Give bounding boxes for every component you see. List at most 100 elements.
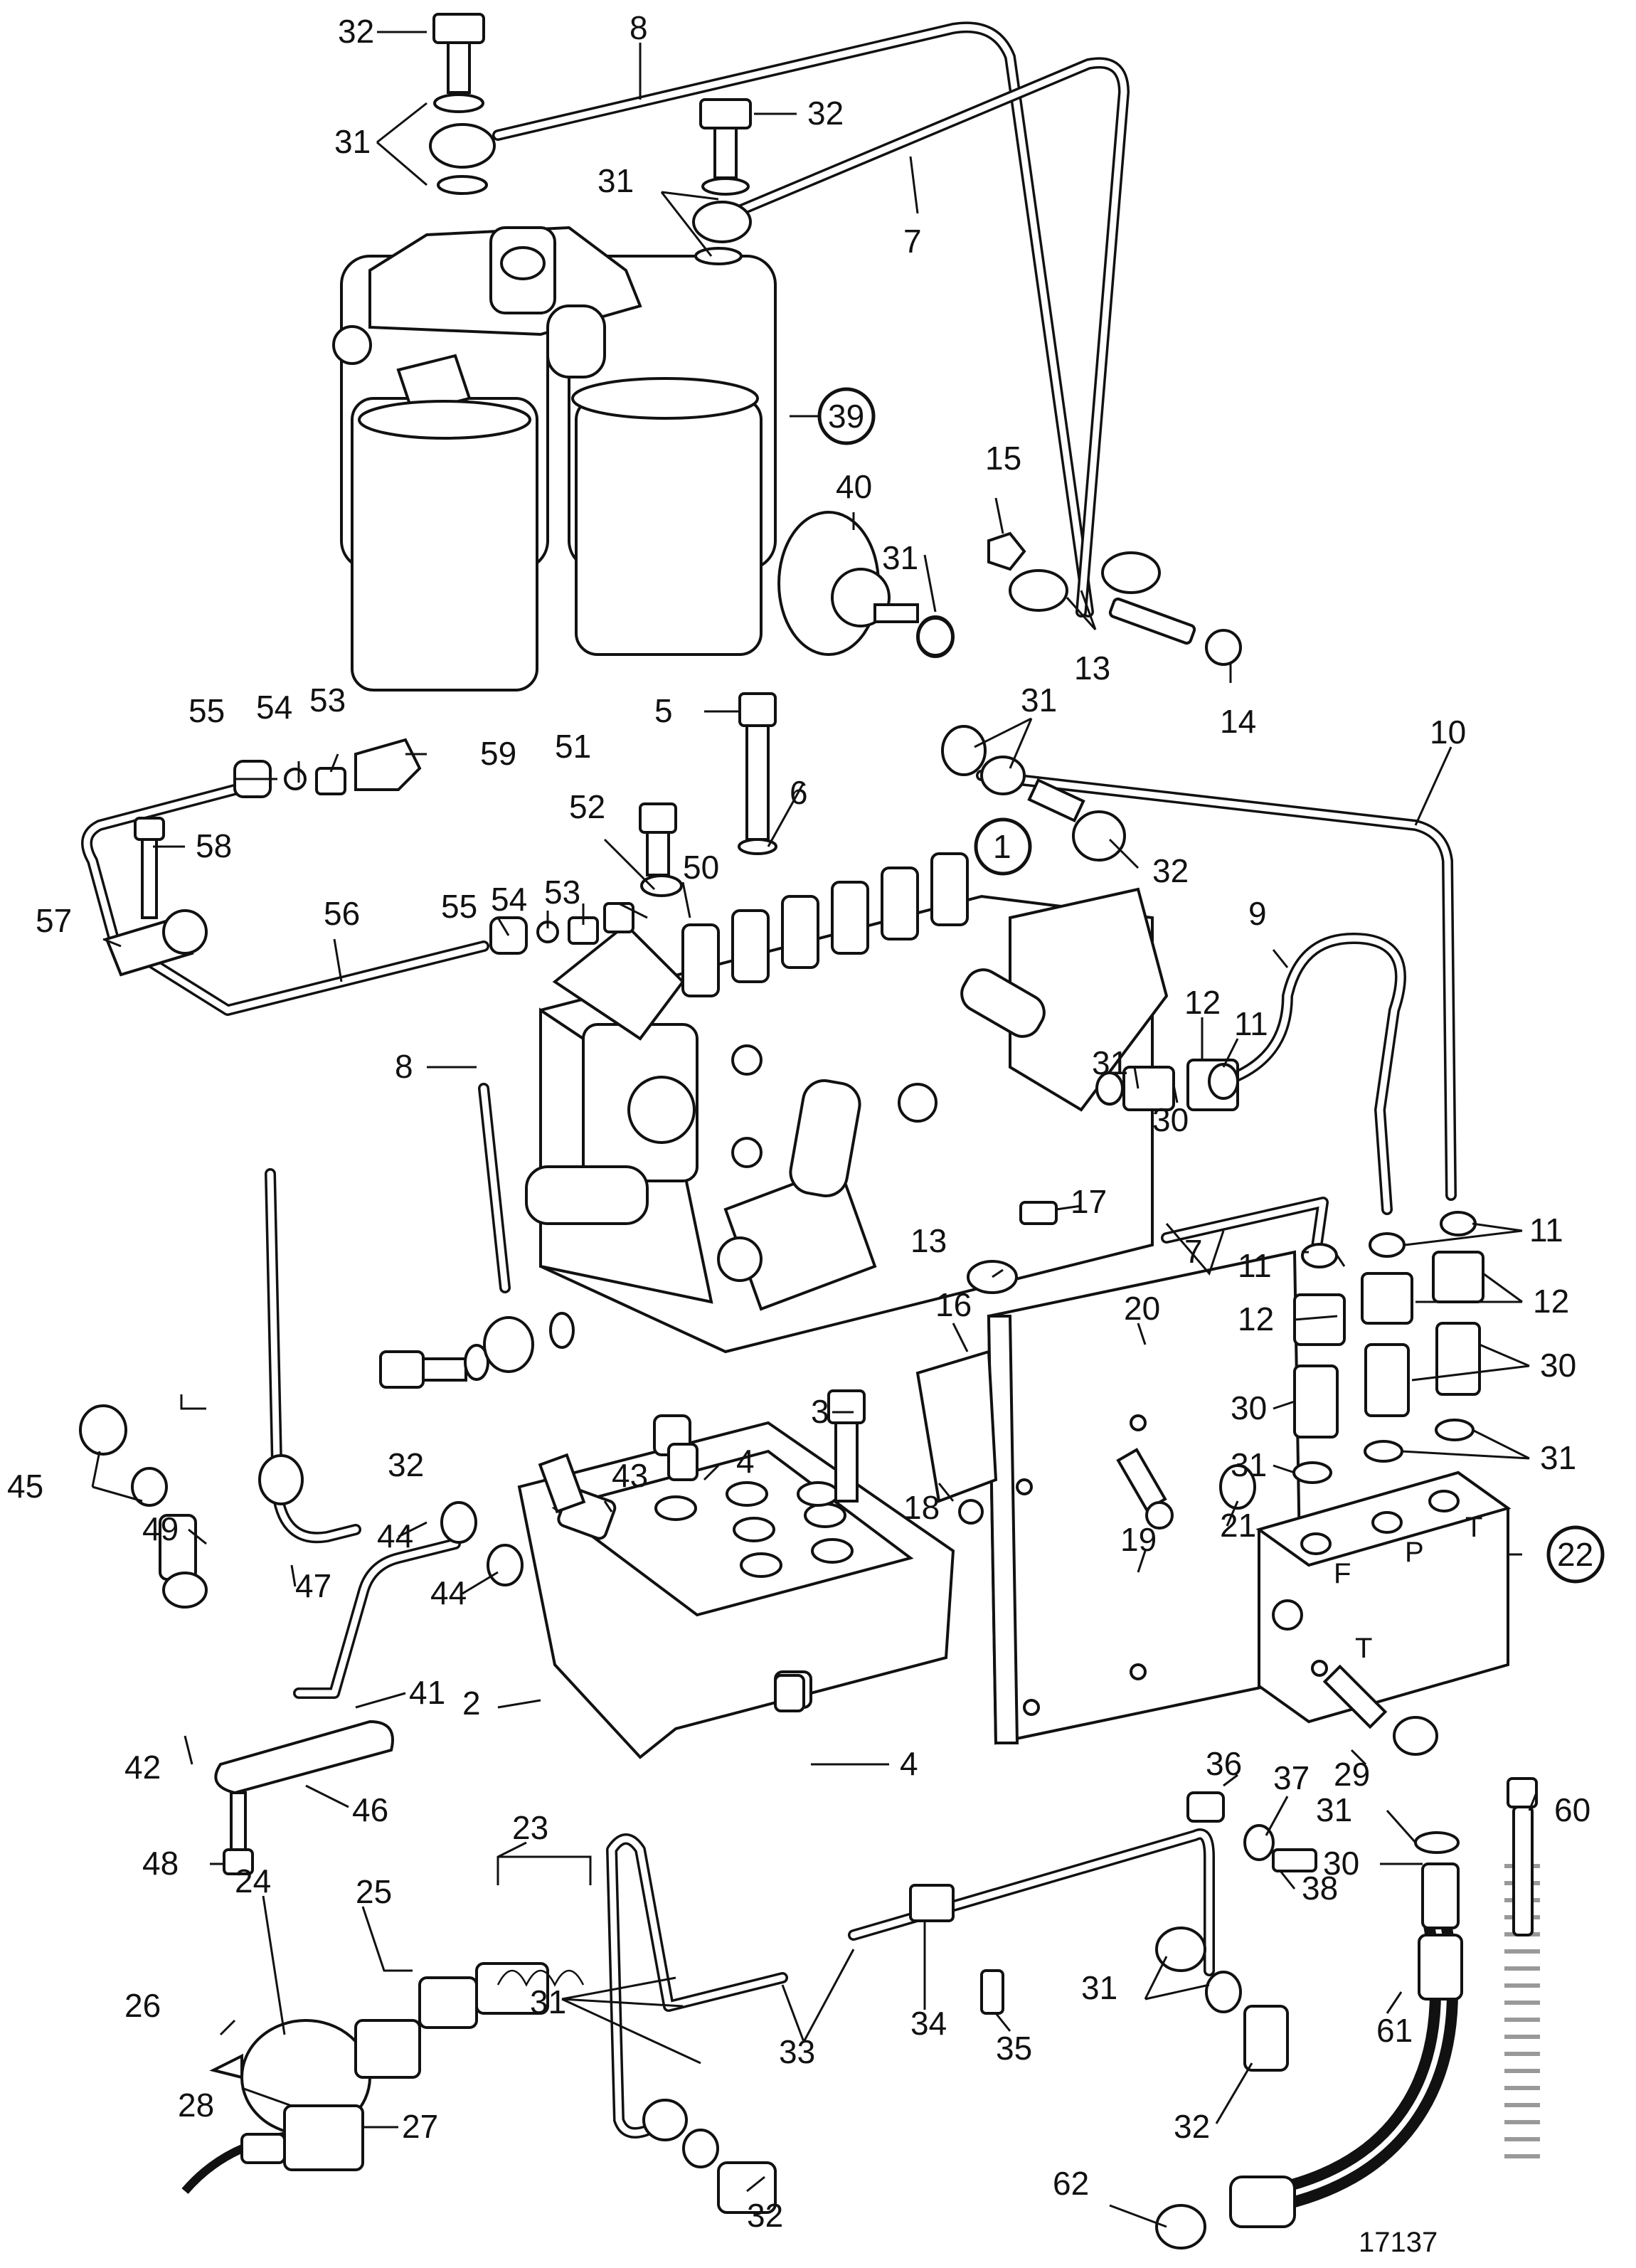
callout-17: 17 — [1071, 1183, 1107, 1220]
callout-6: 6 — [790, 774, 808, 811]
callout-4-bottom: 4 — [900, 1745, 918, 1782]
callout-56: 56 — [324, 895, 360, 932]
callout-7-top: 7 — [903, 223, 922, 260]
distribution-block-22 — [1255, 1471, 1512, 1724]
callout-31-pump: 31 — [1092, 1044, 1128, 1081]
callout-44-top: 44 — [377, 1517, 413, 1554]
callout-47: 47 — [295, 1567, 331, 1604]
callout-27: 27 — [402, 2108, 438, 2145]
callout-25: 25 — [356, 1873, 392, 1910]
callout-31-bottom-right: 31 — [1316, 1791, 1352, 1828]
callout-15: 15 — [985, 440, 1021, 477]
callout-7-mid-right: 7 — [1184, 1233, 1203, 1270]
callout-10: 10 — [1430, 714, 1466, 751]
callout-31-right-left: 31 — [1231, 1446, 1267, 1483]
callout-30-right-left: 30 — [1231, 1389, 1267, 1426]
callout-labels: 32 8 31 32 31 7 39 40 15 31 13 14 55 54 … — [7, 9, 1605, 2234]
callout-41: 41 — [409, 1674, 445, 1711]
callout-37: 37 — [1273, 1759, 1310, 1796]
callout-61: 61 — [1376, 2012, 1413, 2049]
port-mark-p: P — [1405, 1537, 1424, 1568]
callout-11-upper: 11 — [1234, 1005, 1268, 1042]
port-mark-t-front: T — [1355, 1633, 1372, 1664]
callout-45: 45 — [7, 1468, 43, 1505]
port-mark-f: F — [1334, 1558, 1351, 1589]
callout-1: 1 — [993, 828, 1011, 865]
callout-54-left: 54 — [256, 689, 292, 726]
callout-2: 2 — [462, 1685, 481, 1722]
callout-31-bottom-left: 31 — [530, 1983, 566, 2020]
callout-39-circled: 39 — [817, 387, 876, 445]
callout-44-bottom: 44 — [430, 1574, 467, 1611]
callout-30-right: 30 — [1540, 1347, 1576, 1384]
callout-3: 3 — [811, 1393, 829, 1430]
callout-28: 28 — [178, 2087, 214, 2124]
block-port-markings: F P T T — [1334, 1512, 1482, 1664]
callout-32-top-right: 32 — [807, 95, 844, 132]
callout-16: 16 — [935, 1286, 972, 1323]
callout-57: 57 — [36, 902, 72, 939]
callout-13-mid: 13 — [910, 1222, 947, 1259]
callout-32-left: 32 — [388, 1446, 424, 1483]
callout-36: 36 — [1206, 1745, 1242, 1782]
misc-fittings — [79, 531, 1538, 2250]
callout-12-right-left: 12 — [1238, 1300, 1274, 1337]
callout-18: 18 — [903, 1489, 940, 1526]
callout-62: 62 — [1053, 2165, 1089, 2202]
callout-43: 43 — [612, 1457, 648, 1494]
callout-1-circled: 1 — [974, 817, 1032, 876]
callout-32-mid: 32 — [1152, 852, 1189, 889]
injection-pump — [525, 852, 1169, 1354]
callout-48: 48 — [142, 1845, 179, 1882]
callout-34: 34 — [910, 2005, 947, 2042]
callout-59: 59 — [480, 735, 516, 772]
fuel-pipes — [81, 21, 1540, 2213]
callout-31-right: 31 — [1540, 1439, 1576, 1476]
callout-31-top-left: 31 — [334, 123, 371, 160]
callout-31-top-right: 31 — [597, 162, 634, 199]
callout-60: 60 — [1554, 1791, 1590, 1828]
callout-22: 22 — [1557, 1536, 1593, 1573]
callout-30-pump: 30 — [1152, 1101, 1189, 1138]
callout-9: 9 — [1248, 895, 1267, 932]
callout-24: 24 — [235, 1862, 271, 1899]
delivery-valves — [681, 852, 969, 997]
callout-31-mid: 31 — [1021, 682, 1057, 719]
port-mark-t-top: T — [1465, 1512, 1482, 1543]
callout-32-bottom-left: 32 — [747, 2197, 783, 2234]
callout-38: 38 — [1302, 1870, 1338, 1907]
callout-39: 39 — [828, 398, 864, 435]
callout-53-mid: 53 — [544, 874, 580, 911]
callout-52: 52 — [569, 788, 605, 825]
callout-22-circled: 22 — [1546, 1525, 1605, 1584]
callout-32-top: 32 — [338, 13, 374, 50]
callout-13-top: 13 — [1074, 650, 1110, 687]
callout-53-left: 53 — [309, 682, 346, 719]
callout-21: 21 — [1220, 1507, 1256, 1544]
callout-50: 50 — [683, 849, 719, 886]
callout-55-mid: 55 — [441, 888, 477, 925]
callout-5: 5 — [654, 692, 673, 729]
callout-58: 58 — [196, 827, 232, 864]
callout-33: 33 — [779, 2033, 815, 2070]
callout-4-top: 4 — [736, 1443, 755, 1480]
callout-30-bottom-right: 30 — [1323, 1845, 1359, 1882]
callout-49: 49 — [142, 1510, 179, 1547]
callout-31-bottom-mid: 31 — [1081, 1969, 1117, 2006]
callout-46: 46 — [352, 1791, 388, 1828]
drawing-number: 17137 — [1359, 2227, 1438, 2258]
callout-32-bottom-mid: 32 — [1174, 2108, 1210, 2145]
top-banjo-fittings — [429, 13, 752, 265]
callout-31-priming: 31 — [882, 539, 918, 576]
fuel-filter-assembly — [332, 226, 777, 691]
stop-solenoid — [209, 1962, 585, 2171]
callout-19: 19 — [1120, 1521, 1157, 1558]
callout-51: 51 — [555, 728, 591, 765]
callout-20: 20 — [1124, 1290, 1160, 1327]
callout-14: 14 — [1220, 703, 1256, 740]
callout-26: 26 — [124, 1987, 161, 2024]
callout-12-upper: 12 — [1184, 984, 1221, 1021]
callout-42: 42 — [124, 1749, 161, 1786]
callout-8-top: 8 — [630, 9, 648, 46]
